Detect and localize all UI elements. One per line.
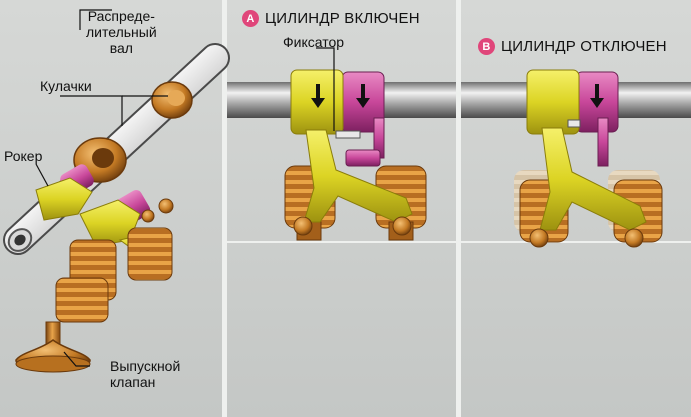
latch-pin	[567, 119, 581, 128]
state-badge: B	[478, 38, 495, 55]
cams-label: Кулачки	[40, 78, 92, 94]
latch-pin	[335, 130, 361, 139]
panel-divider	[222, 0, 227, 417]
latch-label: Фиксатор	[283, 34, 345, 50]
right-assembly	[461, 69, 691, 248]
middle-assembly	[227, 47, 456, 243]
state-b-title: ЦИЛИНДР ОТКЛЮЧЕН	[501, 38, 667, 55]
state-a-header: A ЦИЛИНДР ВКЛЮЧЕН	[242, 10, 420, 27]
leader-lines	[35, 9, 168, 367]
exhaust-valve-label: Выпускной клапан	[110, 358, 181, 390]
panel-divider	[456, 0, 461, 417]
state-badge: A	[242, 10, 259, 27]
down-arrow-icon	[590, 84, 604, 108]
state-a-title: ЦИЛИНДР ВКЛЮЧЕН	[265, 10, 420, 27]
state-b-header: B ЦИЛИНДР ОТКЛЮЧЕН	[478, 38, 667, 55]
down-arrow-icon	[311, 84, 325, 108]
camshaft-label: Распреде- лительный вал	[86, 8, 157, 56]
rocker-label: Рокер	[4, 148, 43, 164]
down-arrow-icon	[356, 84, 370, 108]
left-assembly	[3, 43, 230, 373]
